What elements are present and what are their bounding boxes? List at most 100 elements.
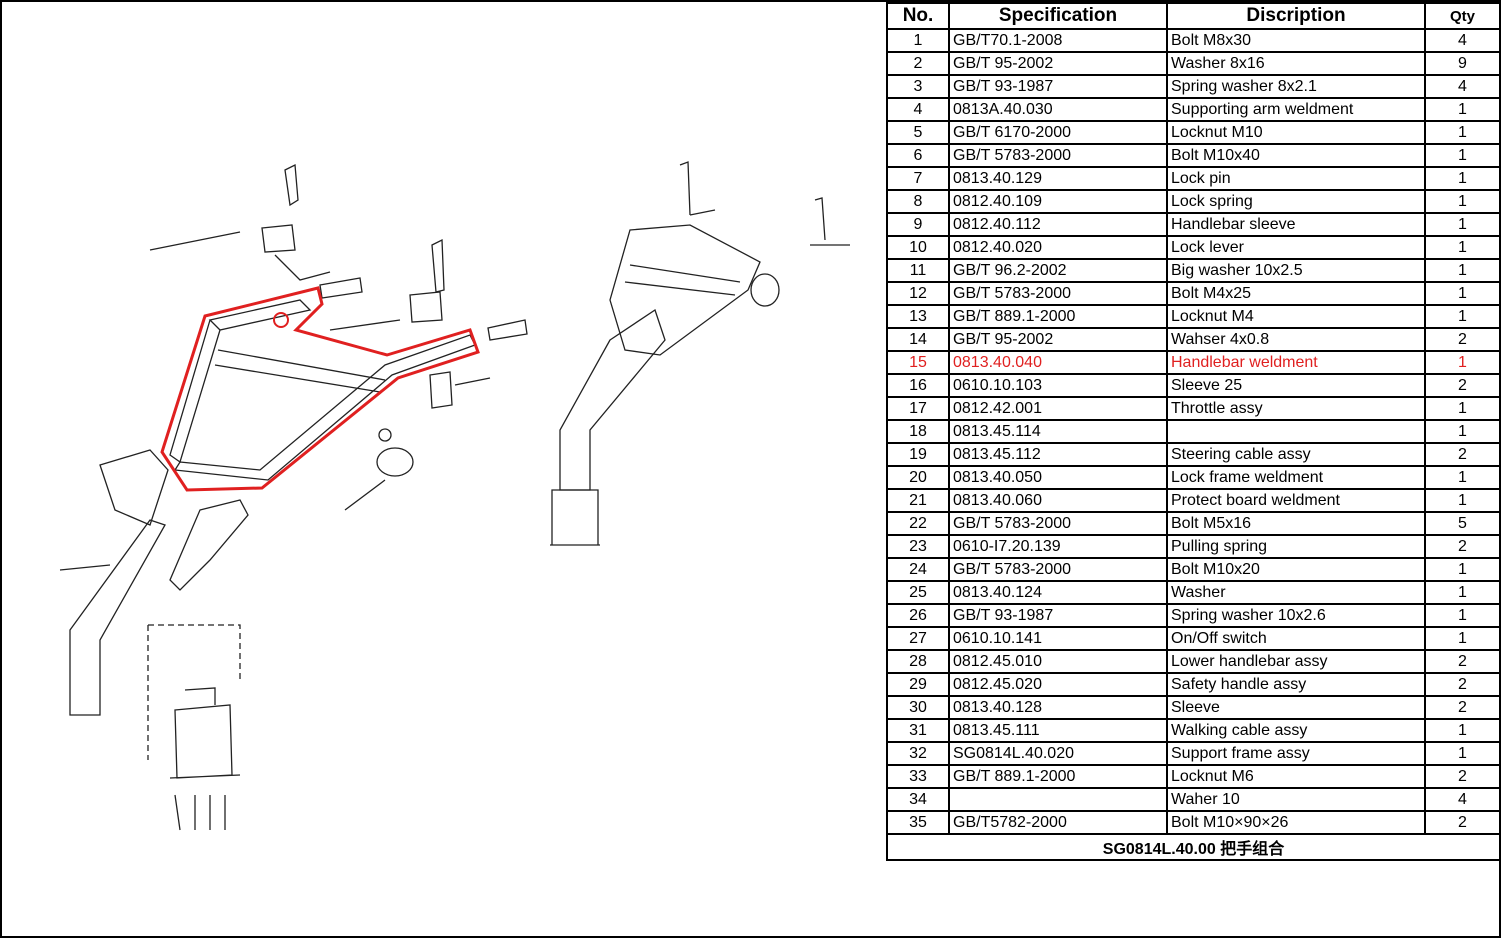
cell-description: Bolt M10x20 xyxy=(1166,557,1426,582)
cell-no: 11 xyxy=(886,258,950,283)
cell-no: 13 xyxy=(886,304,950,329)
cell-qty: 1 xyxy=(1424,235,1501,260)
cell-specification: 0812.45.020 xyxy=(948,672,1168,697)
cell-specification: 0610-I7.20.139 xyxy=(948,534,1168,559)
table-header-row: No. Specification Discription Qty xyxy=(886,2,1501,30)
cell-qty: 1 xyxy=(1424,603,1501,628)
assembly-title: SG0814L.40.00 把手组合 xyxy=(886,833,1501,861)
cell-specification: GB/T 5783-2000 xyxy=(948,143,1168,168)
cell-description: Washer 8x16 xyxy=(1166,51,1426,76)
cell-specification: GB/T70.1-2008 xyxy=(948,28,1168,53)
cell-specification: GB/T 96.2-2002 xyxy=(948,258,1168,283)
cell-no: 20 xyxy=(886,465,950,490)
highlight-outline xyxy=(160,286,480,492)
left-lever-assy xyxy=(261,163,331,281)
cell-no: 6 xyxy=(886,143,950,168)
cell-description: Handlebar weldment xyxy=(1166,350,1426,375)
cell-qty: 1 xyxy=(1424,488,1501,513)
cell-qty: 2 xyxy=(1424,810,1501,835)
exploded-parts-drawing xyxy=(59,161,850,831)
cell-description: Support frame assy xyxy=(1166,741,1426,766)
cell-specification: 0813.40.124 xyxy=(948,580,1168,605)
throttle xyxy=(376,447,414,477)
cell-qty: 1 xyxy=(1424,396,1501,421)
cell-qty: 1 xyxy=(1424,212,1501,237)
cell-no: 28 xyxy=(886,649,950,674)
cell-qty: 1 xyxy=(1424,580,1501,605)
cell-qty: 1 xyxy=(1424,97,1501,122)
cell-no: 25 xyxy=(886,580,950,605)
cell-no: 17 xyxy=(886,396,950,421)
cell-no: 8 xyxy=(886,189,950,214)
cell-description: Lower handlebar assy xyxy=(1166,649,1426,674)
cell-qty: 2 xyxy=(1424,649,1501,674)
cell-no: 12 xyxy=(886,281,950,306)
cell-specification: GB/T5782-2000 xyxy=(948,810,1168,835)
cell-qty: 1 xyxy=(1424,626,1501,651)
cell-qty: 1 xyxy=(1424,557,1501,582)
cell-description: Washer xyxy=(1166,580,1426,605)
assembled-throttle xyxy=(750,273,780,307)
right-lever-assy xyxy=(409,238,491,409)
cell-qty: 1 xyxy=(1424,189,1501,214)
cell-no: 4 xyxy=(886,97,950,122)
cell-qty: 2 xyxy=(1424,373,1501,398)
cell-no: 35 xyxy=(886,810,950,835)
cell-description: Spring washer 8x2.1 xyxy=(1166,74,1426,99)
cell-qty: 5 xyxy=(1424,511,1501,536)
cell-description: Wahser 4x0.8 xyxy=(1166,327,1426,352)
cell-specification: 0813.40.129 xyxy=(948,166,1168,191)
header-qty: Qty xyxy=(1424,2,1501,30)
cell-description: Lock frame weldment xyxy=(1166,465,1426,490)
cell-description: Locknut M10 xyxy=(1166,120,1426,145)
supporting-arm xyxy=(59,519,166,716)
header-description: Discription xyxy=(1166,2,1426,30)
cell-no: 27 xyxy=(886,626,950,651)
cell-specification: 0812.42.001 xyxy=(948,396,1168,421)
cell-specification: GB/T 5783-2000 xyxy=(948,511,1168,536)
cell-specification: 0610.10.141 xyxy=(948,626,1168,651)
cell-specification: GB/T 93-1987 xyxy=(948,74,1168,99)
cell-description: Sleeve xyxy=(1166,695,1426,720)
header-no: No. xyxy=(886,2,950,30)
cell-description: Supporting arm weldment xyxy=(1166,97,1426,122)
cell-specification: 0813.45.111 xyxy=(948,718,1168,743)
cell-description: Protect board weldment xyxy=(1166,488,1426,513)
cell-qty: 2 xyxy=(1424,695,1501,720)
cell-no: 29 xyxy=(886,672,950,697)
cell-description: Bolt M10×90×26 xyxy=(1166,810,1426,835)
cell-specification: 0812.45.010 xyxy=(948,649,1168,674)
cell-specification: 0813.45.114 xyxy=(948,419,1168,444)
protect-board xyxy=(99,449,169,526)
cell-qty: 1 xyxy=(1424,465,1501,490)
cell-no: 9 xyxy=(886,212,950,237)
cell-no: 15 xyxy=(886,350,950,375)
cell-no: 16 xyxy=(886,373,950,398)
cell-specification: 0812.40.112 xyxy=(948,212,1168,237)
cell-qty: 4 xyxy=(1424,28,1501,53)
cell-qty: 2 xyxy=(1424,764,1501,789)
cell-specification: GB/T 889.1-2000 xyxy=(948,764,1168,789)
cell-no: 21 xyxy=(886,488,950,513)
cell-description: Lock spring xyxy=(1166,189,1426,214)
cell-description: On/Off switch xyxy=(1166,626,1426,651)
cell-specification: 0812.40.109 xyxy=(948,189,1168,214)
cell-specification: 0813.40.050 xyxy=(948,465,1168,490)
cell-specification xyxy=(948,787,1168,812)
cell-qty: 2 xyxy=(1424,327,1501,352)
cell-specification: 0813.45.112 xyxy=(948,442,1168,467)
